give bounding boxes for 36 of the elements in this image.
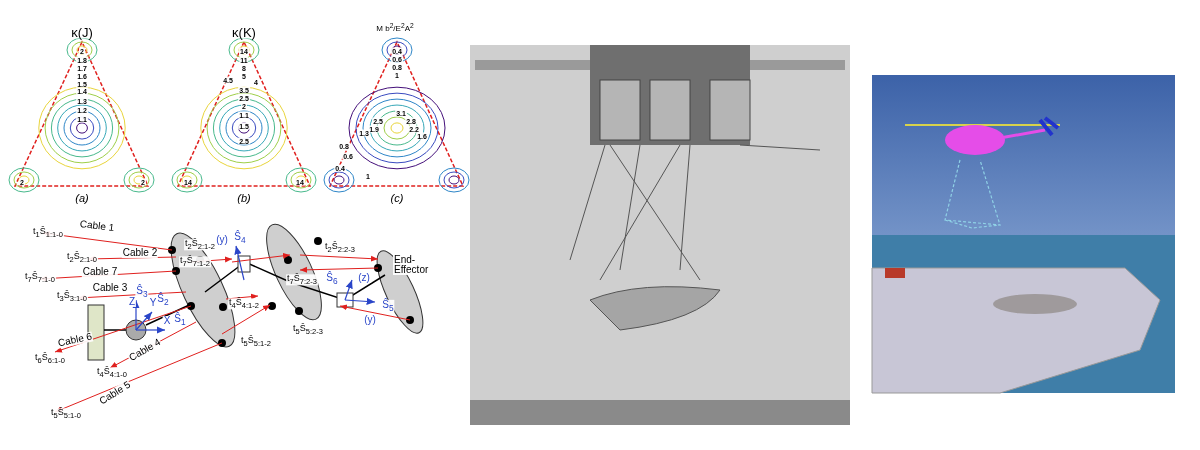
plot-title: κ(J) (70, 25, 94, 39)
panel-label: (b) (236, 192, 252, 204)
axis-label: Y (148, 298, 158, 308)
plot-title: M b$^{2}$/E$^{2}$A$^{2}$ (375, 22, 415, 34)
axis-label: Ŝ$_{6}$ (325, 272, 339, 286)
axis-label: Ŝ$_{1}$ (173, 313, 187, 327)
cable-label: Cable 7 (81, 267, 119, 277)
axis-label: Ŝ$_{5}$ (381, 299, 395, 313)
screw-label: t$_{2}$Ŝ$_{2:2-3}$ (324, 242, 356, 254)
screw-label: t$_{5}$Ŝ$_{5:1-0}$ (50, 408, 82, 420)
axis-label: Ŝ$_{2}$ (156, 293, 170, 307)
screw-label: t$_{6}$Ŝ$_{6:1-0}$ (34, 353, 66, 365)
axis-label: Ŝ$_{3}$ (135, 285, 149, 299)
panel-label: (a) (74, 192, 90, 204)
screw-label: t$_{7}$Ŝ$_{7:1-0}$ (24, 272, 56, 284)
axis-label: (y) (215, 235, 229, 245)
axis-label: (z) (357, 273, 371, 283)
screw-label: t$_{7}$Ŝ$_{7:2-3}$ (286, 274, 318, 286)
screw-label: t$_{1}$Ŝ$_{1:1-0}$ (32, 227, 64, 239)
axis-label: (y) (363, 315, 377, 325)
screw-label: t$_{2}$Ŝ$_{2:1-0}$ (66, 252, 98, 264)
cable-label: Cable 1 (78, 218, 116, 234)
cable-label: Cable 2 (121, 248, 159, 258)
screw-label: t$_{4}$Ŝ$_{4:1-0}$ (96, 367, 128, 379)
axis-label: X (162, 316, 172, 326)
screw-label: t$_{5}$Ŝ$_{5:2-3}$ (292, 324, 324, 336)
screw-label: t$_{4}$Ŝ$_{4:1-2}$ (228, 298, 260, 310)
screw-label: t$_{2}$Ŝ$_{2:1-2}$ (184, 239, 216, 251)
axis-label: Ŝ$_{4}$ (233, 231, 247, 245)
cable-label: Cable 3 (91, 283, 129, 293)
plot-title: κ(K) (231, 25, 257, 39)
screw-label: t$_{3}$Ŝ$_{3:1-0}$ (56, 291, 88, 303)
screw-label: t$_{5}$Ŝ$_{5:1-2}$ (240, 336, 272, 348)
screw-label: t$_{7}$Ŝ$_{7:1-2}$ (179, 256, 211, 268)
panel-label: (c) (389, 192, 405, 204)
axis-label: Z (127, 297, 137, 307)
